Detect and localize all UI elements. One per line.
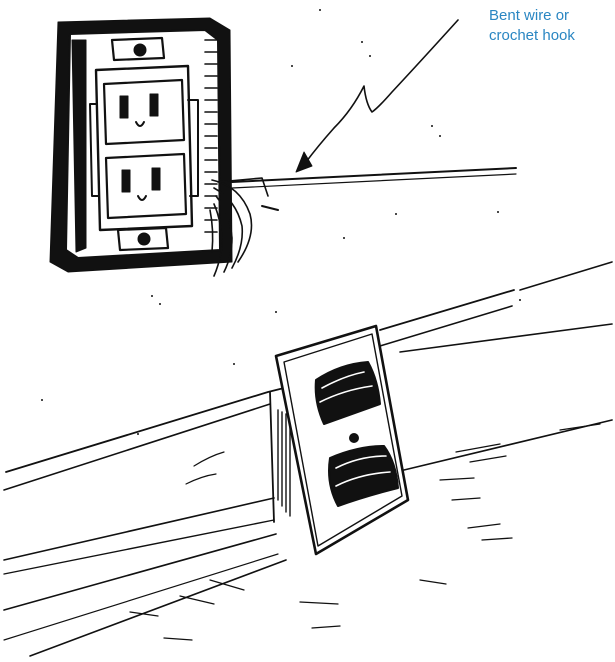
callout-line-2: crochet hook xyxy=(489,26,613,46)
callout-label: Bent wire or crochet hook xyxy=(489,6,613,46)
wall-outlet-icon xyxy=(50,18,268,276)
arrow-icon xyxy=(296,20,458,172)
bent-wire-icon xyxy=(232,168,516,210)
cover-plate-icon xyxy=(276,326,408,554)
callout-line-1: Bent wire or xyxy=(489,6,613,26)
